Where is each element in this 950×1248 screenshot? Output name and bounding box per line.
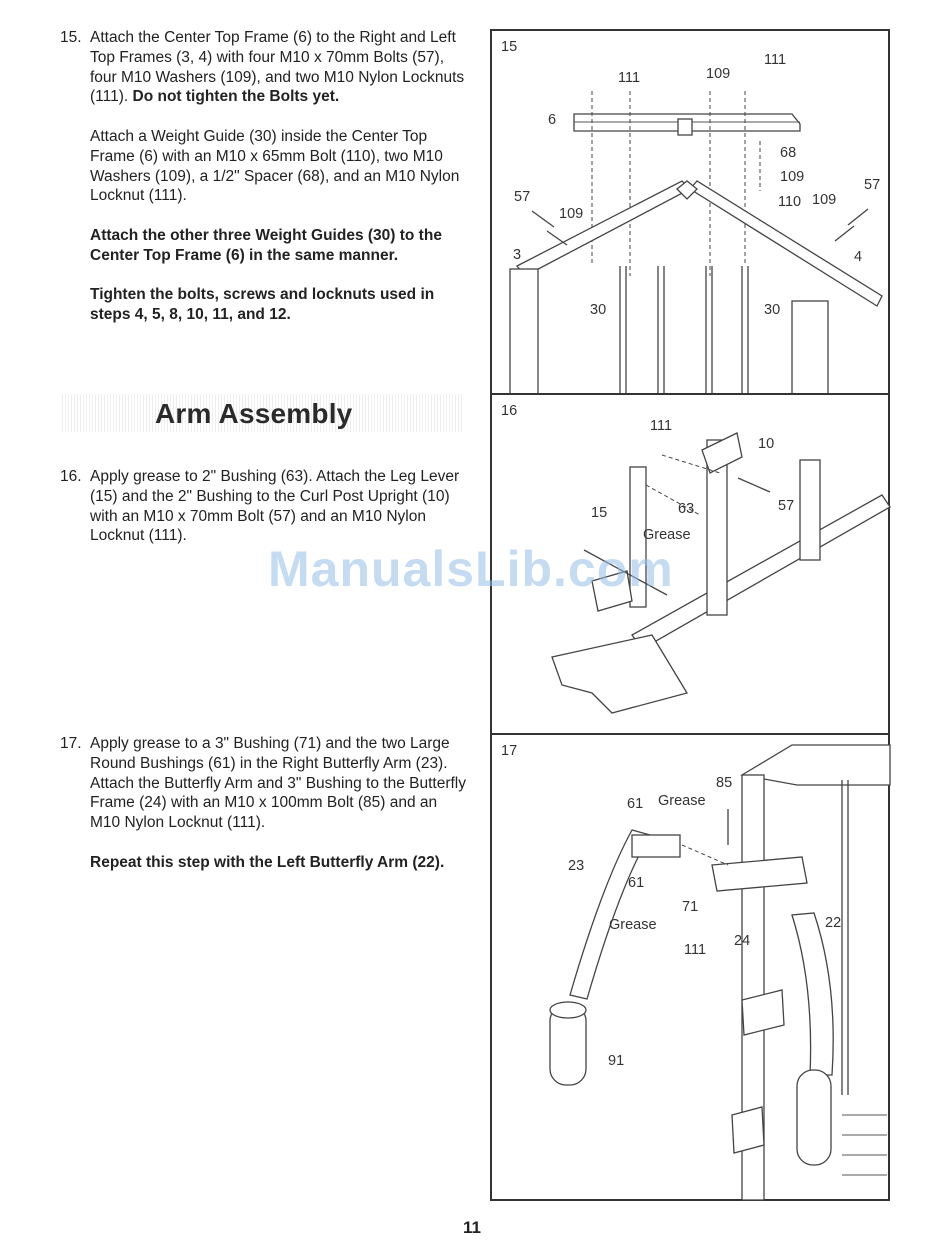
step-16-number: 16. [60,468,82,485]
step-15-repeat-note: Attach the other three Weight Guides (30… [90,226,442,264]
fig15-label-109-right: 109 [812,192,836,208]
figure-16-panel: 16 111 10 63 15 57 Grease [490,393,891,735]
step-17: 17. Apply grease to a 3" Bushing (71) an… [60,734,470,873]
fig17-label-grease-top: Grease [658,793,706,809]
fig15-label-111-right: 111 [764,52,786,68]
figure-15-step-number: 15 [501,39,517,55]
fig15-label-109-middle: 109 [780,169,804,185]
fig15-label-4: 4 [854,249,862,265]
fig15-label-110: 110 [778,194,801,210]
step-17-text: Apply grease to a 3" Bushing (71) and th… [90,735,466,832]
fig16-label-15: 15 [591,505,607,521]
watermark: ManualsLib.com [268,541,674,597]
step-15-weight-guide-text: Attach a Weight Guide (30) inside the Ce… [90,127,460,205]
fig17-label-111: 111 [684,942,706,958]
figure-17-step-number: 17 [501,743,517,759]
fig16-label-10: 10 [758,436,774,452]
fig17-label-24: 24 [734,933,750,949]
step-16: 16. Apply grease to 2" Bushing (63). Att… [60,467,470,546]
right-top-frame-part [689,180,883,307]
leg-pad-part [591,570,633,612]
frame-bracket-part [677,118,693,136]
fig15-label-57-left: 57 [514,189,530,205]
arm-hub-part [631,834,681,858]
fig16-label-111: 111 [650,418,672,434]
step-15-number: 15. [60,29,82,46]
foot-pad-part [551,634,689,714]
fig17-label-91: 91 [608,1053,624,1069]
figure-16-step-number: 16 [501,403,517,419]
fig16-label-63: 63 [678,501,694,517]
section-title: Arm Assembly [155,398,353,429]
fig17-label-23: 23 [568,858,584,874]
right-butterfly-arm-part [569,829,651,1000]
fig16-label-grease: Grease [643,527,691,543]
fig17-label-61-top: 61 [627,796,643,812]
fig17-label-grease-bottom: Grease [609,917,657,933]
fig17-label-85: 85 [716,775,732,791]
step-17-number: 17. [60,735,82,752]
fig15-label-57-right: 57 [864,177,880,193]
figure-16-illustration: 16 111 10 63 15 57 Grease [501,403,891,714]
fig17-label-71: 71 [682,899,698,915]
fig15-label-111-left: 111 [618,70,640,86]
step-17-repeat-note: Repeat this step with the Left Butterfly… [90,853,445,871]
step-15-text: Attach the Center Top Frame (6) to the R… [90,29,465,106]
fig15-label-6: 6 [548,112,556,128]
page-number: 11 [463,1218,481,1237]
fig17-label-22: 22 [825,915,841,931]
left-upright-part [509,268,539,395]
figure-15-panel: 15 111 111 109 6 [490,29,890,395]
step-15: 15. Attach the Center Top Frame (6) to t… [60,28,470,325]
rear-upright-part [799,459,821,561]
right-upright-part [791,300,829,395]
fig15-label-68: 68 [780,145,796,161]
left-top-frame-part [515,180,692,277]
fig15-label-3: 3 [513,247,521,263]
figure-17-panel: 17 85 61 Grease 23 61 71 Grease [490,733,891,1201]
fig16-label-57: 57 [778,498,794,514]
curl-post-upright-part [706,439,728,616]
fig15-label-30-left: 30 [590,302,606,318]
left-butterfly-arm-part [791,912,834,1076]
figure-17-illustration: 17 85 61 Grease 23 61 71 Grease [501,743,891,1201]
fig17-label-61-bottom: 61 [628,875,644,891]
fig15-label-109-left: 109 [559,206,583,222]
step-15-tighten-note: Tighten the bolts, screws and locknuts u… [90,286,435,324]
section-banner-background [62,394,462,432]
fig15-label-30-right: 30 [764,302,780,318]
butterfly-frame-part [711,856,808,892]
roller-pad-right-part [796,1069,832,1166]
fig15-label-109-top: 109 [706,66,730,82]
step-15-warning: Do not tighten the Bolts yet. [132,88,340,106]
step-16-text: Apply grease to 2" Bushing (63). Attach … [90,468,460,545]
figure-15-illustration: 15 111 111 109 6 [501,39,883,395]
top-frame-part [740,744,891,786]
leg-lever-part [629,466,647,608]
